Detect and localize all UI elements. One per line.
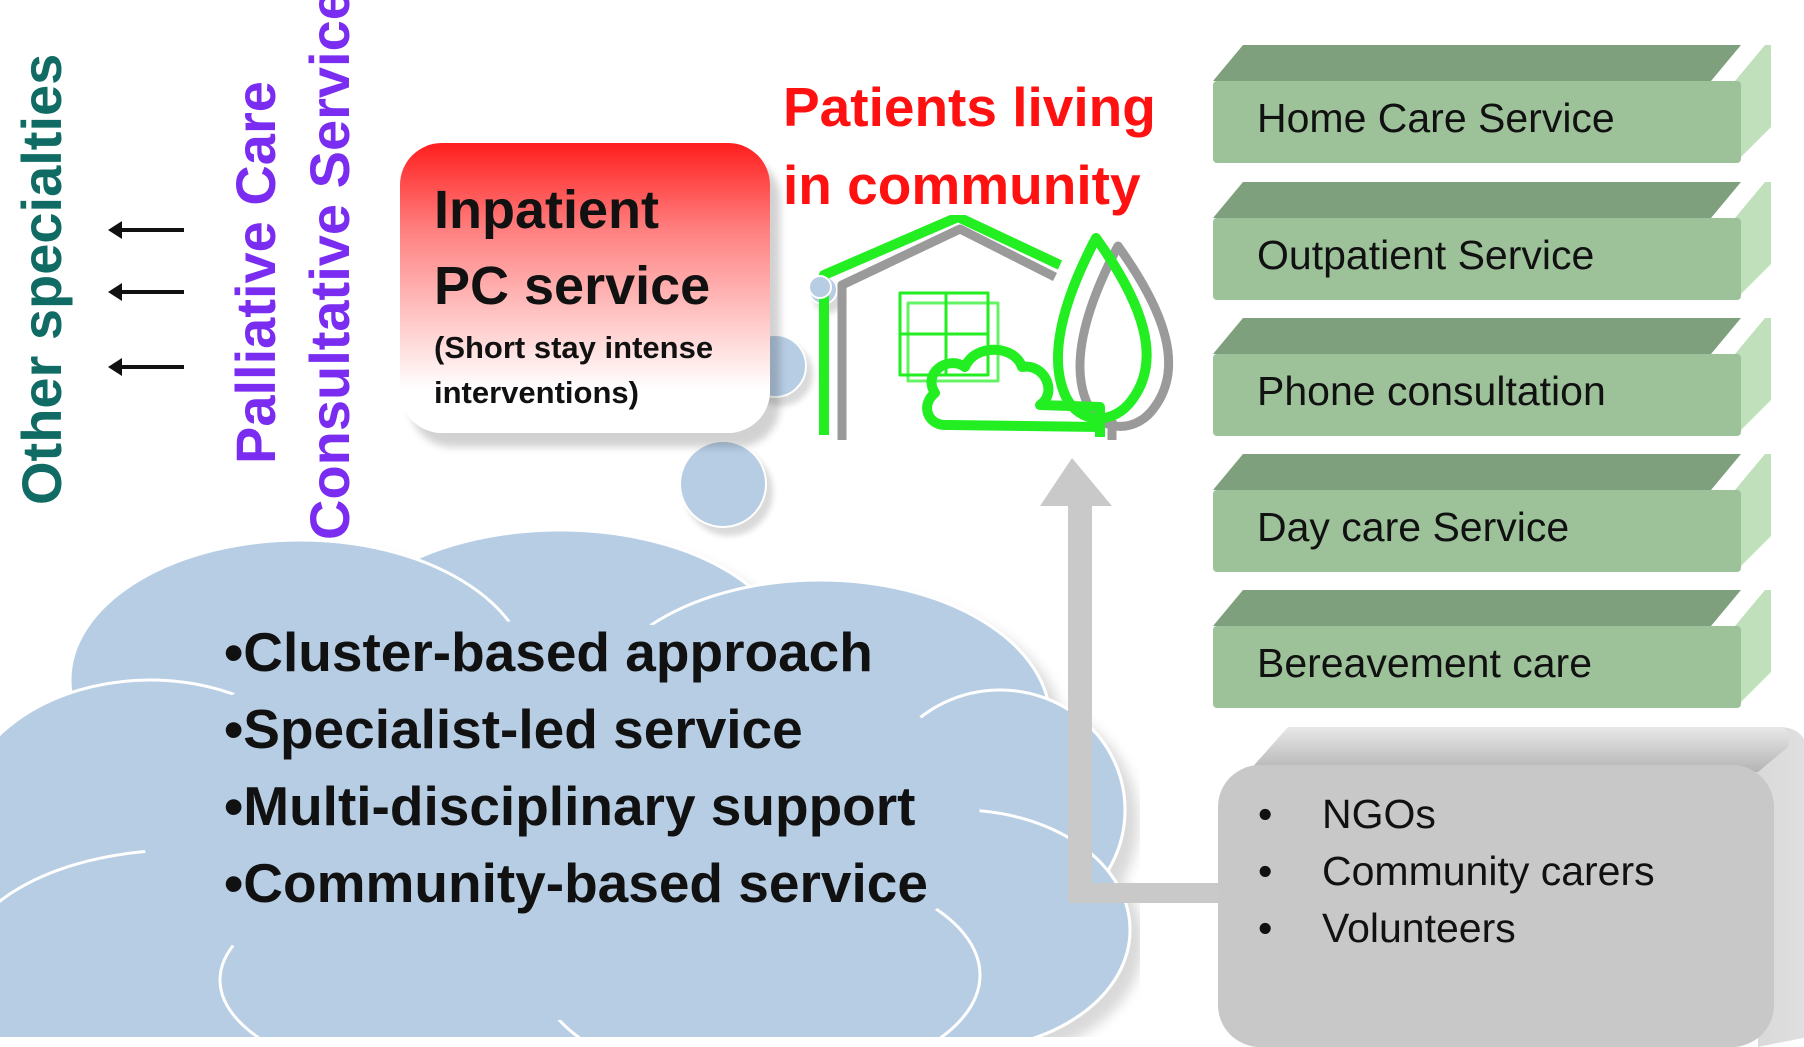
- cloud-shape: [0, 528, 1132, 1037]
- partner-label: Volunteers: [1322, 905, 1516, 951]
- partner-item: • Community carers: [1258, 848, 1655, 895]
- box-side-face: [1735, 182, 1771, 300]
- bullet-icon: •: [1258, 905, 1273, 951]
- box-front-face: [1213, 626, 1741, 708]
- partner-label: NGOs: [1322, 791, 1436, 837]
- cloud-point: •Community-based service: [224, 852, 928, 914]
- other-specialties-label: Other specialties: [10, 53, 73, 505]
- bullet-icon: •: [1258, 848, 1273, 894]
- box-front-face: [1213, 354, 1741, 436]
- service-label: Home Care Service: [1257, 95, 1615, 141]
- inpatient-title: Inpatient PC service: [434, 172, 710, 324]
- box-side-face: [1735, 590, 1771, 708]
- bubble: [679, 440, 767, 528]
- box-front-face: [1213, 218, 1741, 300]
- box-side-face: [1735, 318, 1771, 436]
- service-box: Home Care Service: [1213, 45, 1771, 163]
- patients-label-line: Patients living: [783, 76, 1156, 138]
- up-arrow-icon: [1040, 458, 1220, 903]
- service-label: Phone consultation: [1257, 368, 1606, 414]
- box-top-face: [1213, 45, 1741, 81]
- service-box: Day care Service: [1213, 454, 1771, 572]
- patients-label: Patients living in community: [783, 68, 1156, 224]
- service-box: Outpatient Service: [1213, 182, 1771, 300]
- box-front-face: [1213, 490, 1741, 572]
- inpatient-title-line: PC service: [434, 256, 711, 316]
- box-top-face: [1213, 318, 1741, 354]
- service-box: Phone consultation: [1213, 318, 1771, 436]
- service-label: Outpatient Service: [1257, 232, 1595, 278]
- cloud-point: •Cluster-based approach: [224, 621, 873, 683]
- house-with-tree-icon: [808, 215, 1174, 440]
- partner-label: Community carers: [1322, 848, 1655, 894]
- left-arrow-icon: [108, 221, 184, 239]
- partner-item: • NGOs: [1258, 791, 1436, 838]
- inpatient-subtitle-line: (Short stay intense: [434, 330, 714, 365]
- box-side-face: [1735, 454, 1771, 572]
- left-arrow-icon: [108, 283, 184, 301]
- partner-item: • Volunteers: [1258, 905, 1516, 952]
- box-top-face: [1213, 182, 1741, 218]
- service-label: Day care Service: [1257, 504, 1570, 550]
- inpatient-subtitle-line: interventions): [434, 375, 639, 410]
- cloud-point: •Specialist-led service: [224, 698, 803, 760]
- service-box: Bereavement care: [1213, 590, 1771, 708]
- box-top-face: [1213, 590, 1741, 626]
- service-label: Bereavement care: [1257, 640, 1593, 686]
- bullet-icon: •: [1258, 791, 1273, 837]
- inpatient-title-line: Inpatient: [434, 180, 659, 240]
- inpatient-subtitle: (Short stay intense interventions): [434, 325, 713, 415]
- box-top-face: [1213, 454, 1741, 490]
- cloud-point: •Multi-disciplinary support: [224, 775, 916, 837]
- patients-label-line: in community: [783, 154, 1141, 216]
- consultative-service-label: Consultative Service: [298, 0, 361, 540]
- partners-box: [1218, 727, 1804, 1047]
- left-arrow-icon: [108, 358, 184, 376]
- box-front-face: [1213, 81, 1741, 163]
- palliative-care-label: Palliative Care: [224, 81, 287, 464]
- box-side-face: [1735, 45, 1771, 163]
- inpatient-box: [400, 143, 770, 433]
